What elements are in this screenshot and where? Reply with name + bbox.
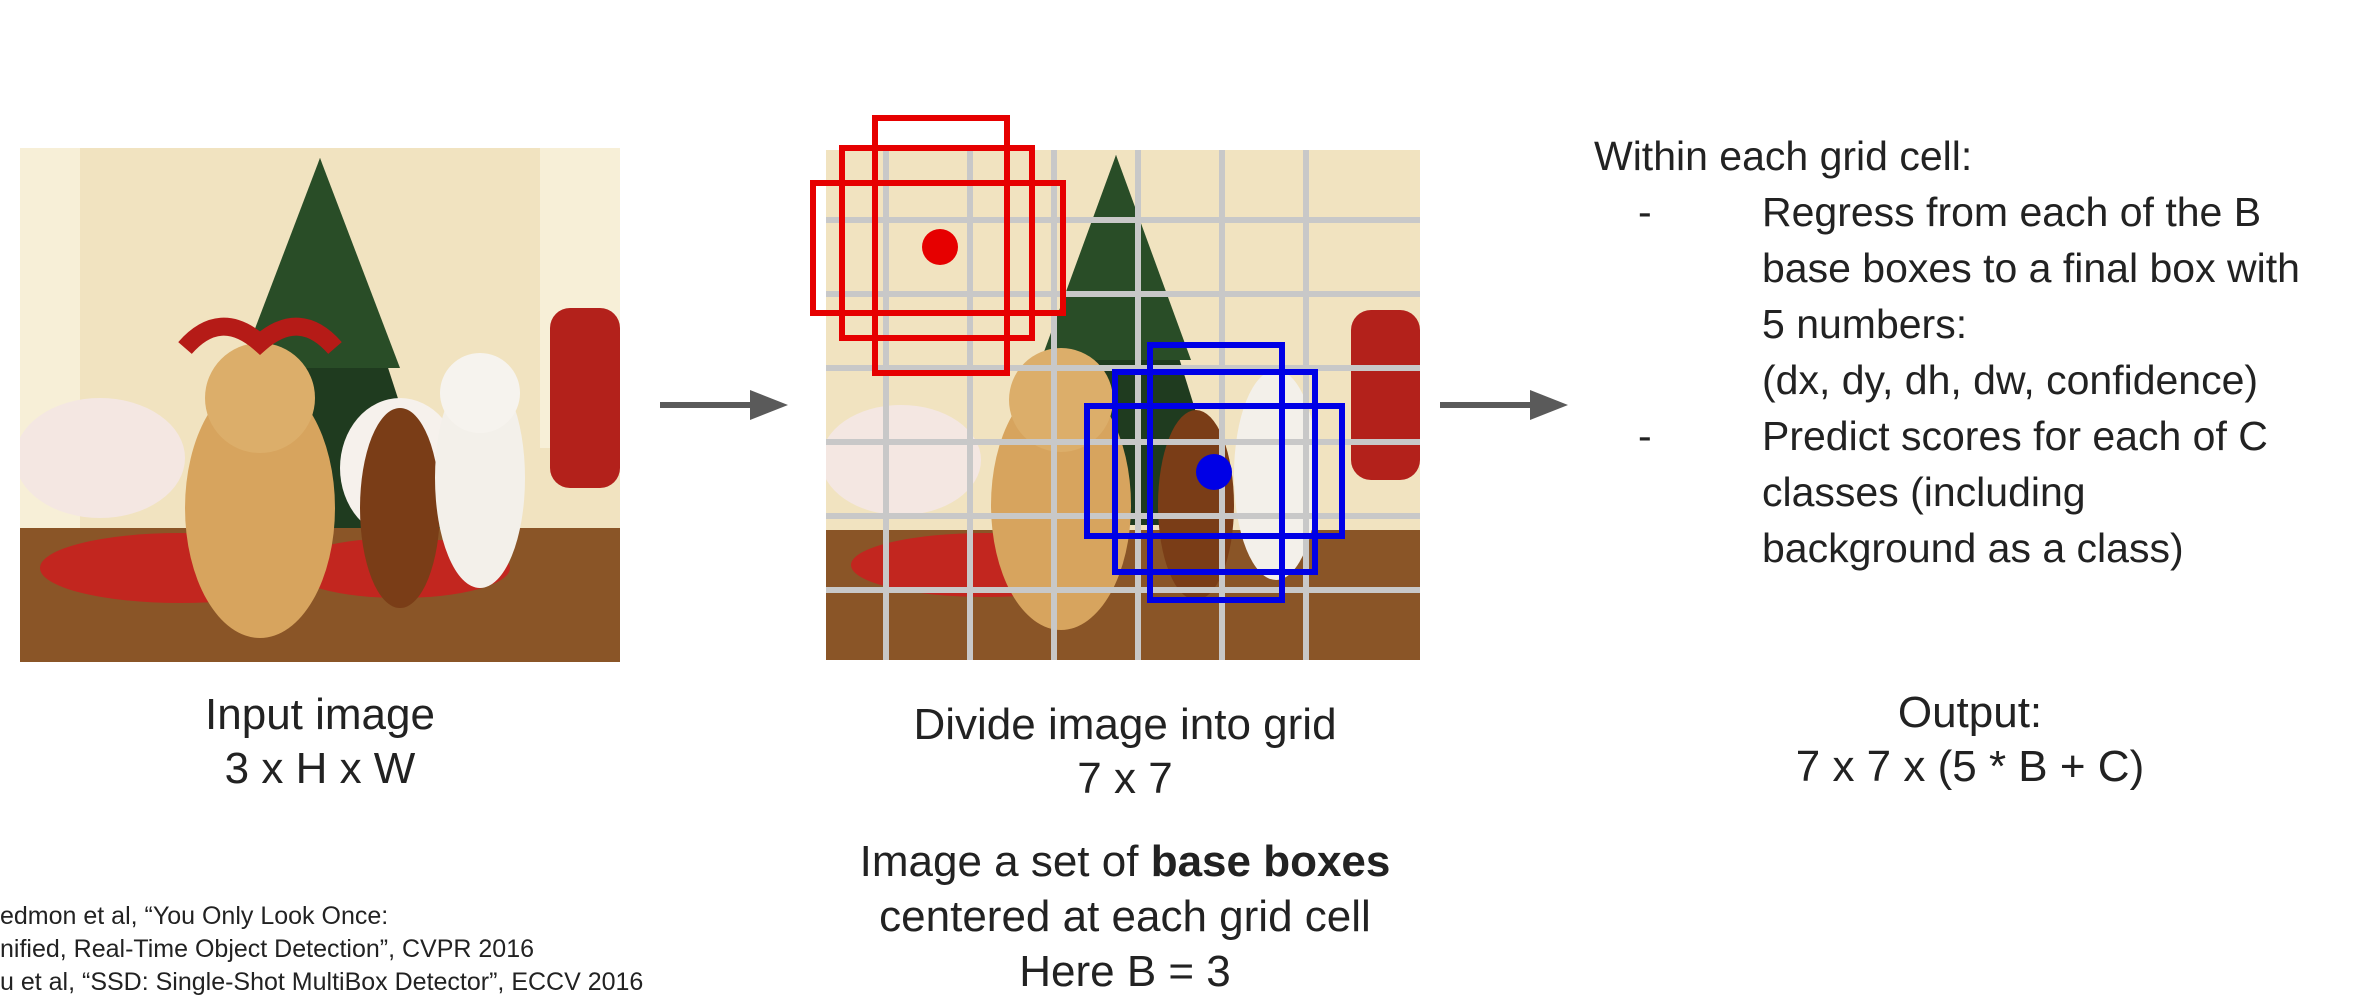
bullet-line: Regress from each of the B [1762,189,2262,235]
input-photo-scene [20,148,620,662]
bullet-line: base boxes to a final box with [1762,245,2300,291]
grid-caption: Divide image into grid 7 x 7 [800,698,1450,806]
bullet-dash: - [1638,189,1652,235]
input-caption-shape: 3 x H x W [224,744,416,793]
reference-line: edmon et al, “You Only Look Once: [0,902,389,930]
panel-heading: Within each grid cell: [1594,133,1973,179]
bullet-line: (dx, dy, dh, dw, confidence) [1762,357,2259,403]
input-image [20,148,620,662]
reference-line: nified, Real-Time Object Detection”, CVP… [0,935,535,963]
output-caption: Output: 7 x 7 x (5 * B + C) [1700,686,2240,794]
red-box-square [839,145,1035,341]
input-caption-title: Input image [205,690,435,739]
output-caption-title: Output: [1897,688,2043,737]
grid-overlay [810,115,1420,660]
bullet-line: 5 numbers: [1762,301,1968,347]
blue-box-wide [1084,403,1345,539]
reference-line: u et al, “SSD: Single-Shot MultiBox Dete… [0,968,644,996]
base-boxes-line3: Here B = 3 [1019,947,1231,996]
bullet-predict: - Predict scores for each of C classes (… [1638,408,2354,578]
grid-cell-explanation: Within each grid cell: - Regress from ea… [1594,128,2354,588]
bullet-line: Predict scores for each of C [1762,413,2268,459]
output-caption-shape: 7 x 7 x (5 * B + C) [1795,742,2145,791]
base-boxes-caption: Image a set of base boxes centered at ea… [780,834,1470,999]
red-base-boxes [810,115,1066,376]
base-boxes-line1: Image a set of base boxes [859,837,1391,886]
base-boxes-term: base boxes [1150,837,1391,886]
base-boxes-line2: centered at each grid cell [879,892,1371,941]
grid-caption-title: Divide image into grid [913,700,1337,749]
blue-box-tall [1147,342,1285,603]
bullet-line: background as a class) [1762,525,2184,571]
red-box-tall [872,115,1010,376]
arrow-to-grid [660,390,788,420]
blue-cell-center [1196,454,1232,490]
blue-box-square [1112,369,1318,575]
grid-caption-size: 7 x 7 [1077,754,1173,803]
bullet-dash: - [1638,413,1652,459]
references: edmon et al, “You Only Look Once: nified… [0,900,643,999]
arrow-to-output [1440,390,1568,420]
red-box-wide [810,180,1066,316]
input-caption: Input image 3 x H x W [120,688,520,796]
bullet-regress: - Regress from each of the B base boxes … [1638,184,2354,408]
blue-base-boxes [1084,342,1345,603]
bullet-line: classes (including [1762,469,2086,515]
red-cell-center [922,229,958,265]
